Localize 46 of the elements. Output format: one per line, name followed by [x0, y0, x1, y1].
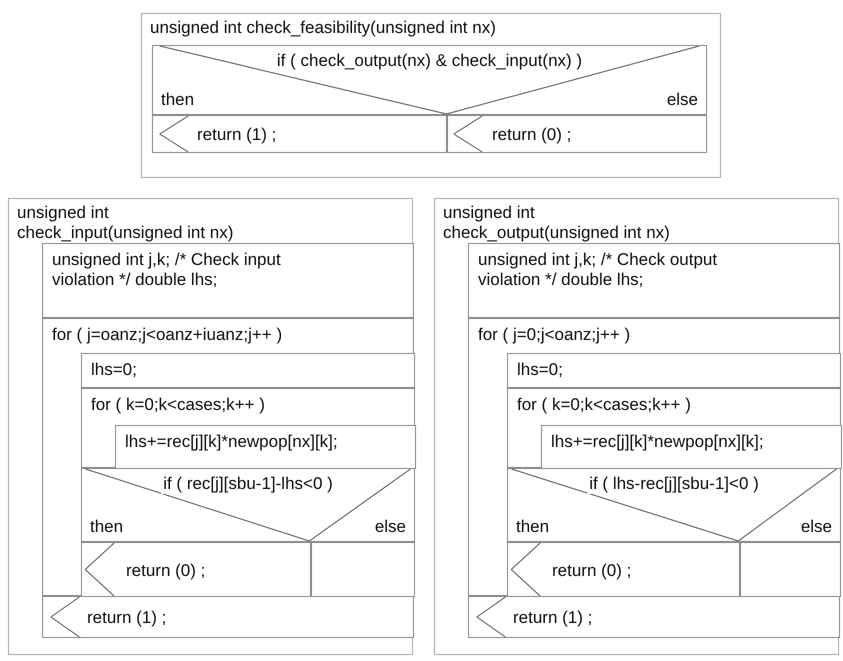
statement-block [468, 243, 840, 318]
loop-block [507, 388, 841, 468]
function-block [8, 198, 413, 655]
code-statement: lhs+=rec[j][k]*newpop[nx][k]; [551, 432, 765, 452]
loop-header: for ( j=oanz;j<oanz+iuanz;j++ ) [52, 325, 282, 345]
function-block [434, 198, 839, 655]
return-block [468, 596, 840, 638]
function-block [141, 13, 721, 178]
loop-header: for ( j=0;j<oanz;j++ ) [478, 325, 630, 345]
return-block [507, 542, 740, 597]
statement-block [507, 353, 841, 388]
branch-label: then [90, 517, 124, 537]
code-statement: lhs=0; [517, 360, 564, 380]
function-signature: unsigned int check_output(unsigned int nx) [443, 203, 671, 243]
return-block [81, 542, 311, 597]
statement-block [115, 425, 416, 469]
condition-text: if ( rec[j][sbu-1]-lhs<0 ) [161, 474, 335, 494]
loop-block [42, 318, 414, 596]
code-statement: lhs+=rec[j][k]*newpop[nx][k]; [125, 432, 339, 452]
branch-label: then [161, 90, 194, 110]
branch-label: else [374, 517, 406, 537]
return-block [42, 596, 414, 638]
function-signature: unsigned int check_input(unsigned int nx) [17, 203, 234, 243]
return-statement: return (0) ; [492, 125, 572, 145]
return-statement: return (0) ; [126, 560, 206, 580]
code-statement: unsigned int j,k; /* Check output violation */ double lhs; [478, 250, 718, 290]
statement-block [42, 243, 414, 318]
loop-header: for ( k=0;k<cases;k++ ) [91, 395, 265, 415]
loop-header: for ( k=0;k<cases;k++ ) [517, 395, 691, 415]
return-block [447, 115, 707, 153]
branch-label: else [800, 517, 832, 537]
branch-label: then [516, 517, 550, 537]
condition-text: if ( lhs-rec[j][sbu-1]<0 ) [587, 474, 761, 494]
statement-block [541, 425, 842, 469]
branch-label: else [666, 90, 698, 110]
return-statement: return (1) ; [87, 608, 166, 628]
statement-block [81, 353, 415, 388]
return-statement: return (1) ; [513, 608, 592, 628]
return-statement: return (0) ; [552, 560, 632, 580]
code-statement: lhs=0; [91, 360, 138, 380]
loop-block [81, 388, 415, 468]
return-block [152, 115, 447, 153]
return-statement: return (1) ; [197, 125, 276, 145]
loop-block [468, 318, 840, 596]
function-signature: unsigned int check_feasibility(unsigned int nx) [150, 18, 497, 38]
code-statement: unsigned int j,k; /* Check input violation */ double lhs; [52, 250, 282, 290]
